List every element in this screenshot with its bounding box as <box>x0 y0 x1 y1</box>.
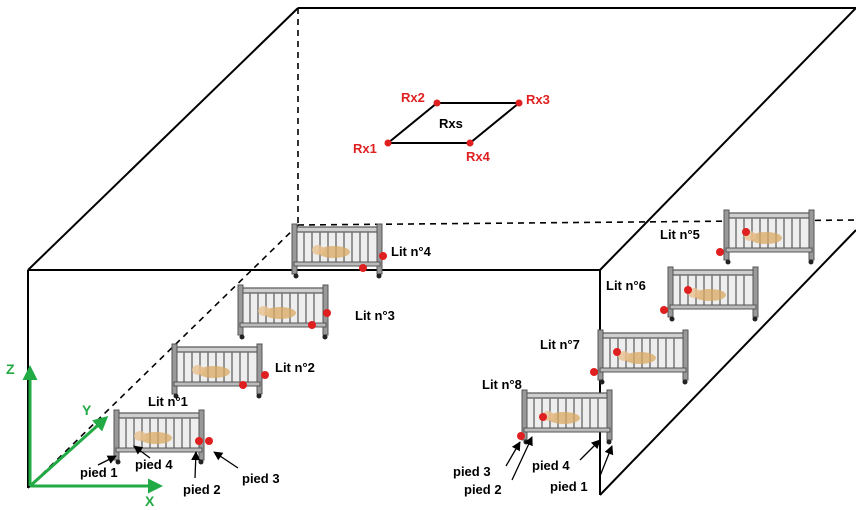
sensor-dot <box>379 252 387 260</box>
z-axis-label: Z <box>6 361 15 377</box>
x-axis-label: X <box>145 493 155 509</box>
bed-label-3: Lit n°3 <box>355 308 395 323</box>
crib-4 <box>291 223 387 280</box>
left-foot-2-label: pied 2 <box>183 482 221 497</box>
right-feet-callouts: pied 3 pied 2 pied 4 pied 1 <box>453 436 614 497</box>
crib-7 <box>590 329 689 386</box>
bed-label-4: Lit n°4 <box>391 244 432 259</box>
sensor-dot <box>716 248 724 256</box>
bed-label-7: Lit n°7 <box>540 337 580 352</box>
left-foot-4-label: pied 4 <box>135 457 173 472</box>
rxs-label: Rxs <box>439 116 463 131</box>
left-foot-1-label: pied 1 <box>80 465 118 480</box>
crib-6 <box>660 266 759 323</box>
crib-5 <box>716 209 815 266</box>
sensor-dot <box>517 432 525 440</box>
bed-label-1: Lit n°1 <box>148 394 188 409</box>
sensor-dot <box>539 413 547 421</box>
sensor-dot <box>205 437 213 445</box>
rx1-label: Rx1 <box>353 141 377 156</box>
rx3-marker <box>515 99 523 107</box>
sensor-dot <box>261 371 269 379</box>
sensor-dot <box>613 348 621 356</box>
crib-8 <box>517 389 613 446</box>
crib-3 <box>237 284 331 341</box>
right-foot-1-label: pied 1 <box>550 479 588 494</box>
sensor-dot <box>684 286 692 294</box>
crib-1 <box>113 409 213 466</box>
rx1-marker <box>384 139 392 147</box>
rx2-label: Rx2 <box>401 90 425 105</box>
right-foot-2-label: pied 2 <box>464 482 502 497</box>
sensor-dot <box>195 437 203 445</box>
bed-labels: Lit n°1 Lit n°2 Lit n°3 Lit n°4 Lit n°5 … <box>148 227 700 409</box>
sensor-dot <box>590 368 598 376</box>
right-foot-3-label: pied 3 <box>453 464 491 479</box>
right-foot-4-label: pied 4 <box>532 458 570 473</box>
rx4-marker <box>466 139 474 147</box>
bed-label-2: Lit n°2 <box>275 360 315 375</box>
coordinate-axes: Z Y X <box>6 361 163 509</box>
sensor-dot <box>239 381 247 389</box>
bed-label-5: Lit n°5 <box>660 227 700 242</box>
rx3-label: Rx3 <box>526 92 550 107</box>
sensor-dot <box>660 306 668 314</box>
rx4-label: Rx4 <box>466 149 491 164</box>
bed-label-8: Lit n°8 <box>482 377 522 392</box>
sensor-dot <box>742 228 750 236</box>
sensor-dot <box>323 309 331 317</box>
y-axis-label: Y <box>82 402 92 418</box>
rx2-marker <box>433 99 441 107</box>
bed-label-6: Lit n°6 <box>606 278 646 293</box>
left-feet-callouts: pied 1 pied 4 pied 2 pied 3 <box>80 445 280 497</box>
sensor-dot <box>308 321 316 329</box>
receiver-array: Rx1 Rx2 Rx3 Rx4 Rxs <box>353 90 550 164</box>
crib-2 <box>171 343 269 400</box>
sensor-dot <box>359 264 367 272</box>
left-foot-3-label: pied 3 <box>242 471 280 486</box>
